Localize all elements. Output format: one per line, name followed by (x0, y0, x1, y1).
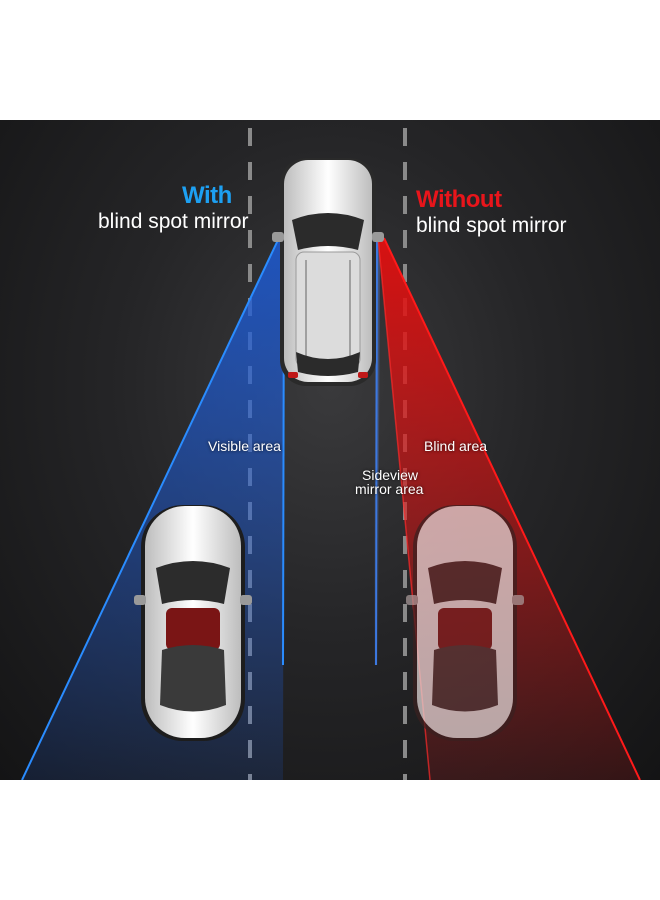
blind-spot-diagram: With blind spot mirror Without blind spo… (0, 120, 660, 780)
with-subheading: blind spot mirror (98, 210, 249, 233)
sports-car-right-ghosted (406, 505, 524, 741)
sideview-label-line1: Sideview (362, 467, 419, 483)
suv-top-view (272, 158, 384, 386)
diagram-graphics (21, 128, 641, 780)
sideview-label-line2: mirror area (355, 481, 424, 497)
visible-area-edge (21, 239, 279, 780)
without-heading: Without (416, 186, 502, 213)
sports-car-left (134, 505, 252, 741)
sideview-mirror-edge (375, 237, 378, 666)
without-subheading: blind spot mirror (416, 214, 567, 237)
blind-area-label: Blind area (424, 438, 488, 454)
visible-area-label: Visible area (208, 438, 281, 454)
blind-area-outer-edge (383, 237, 641, 780)
with-heading: With (182, 182, 232, 209)
